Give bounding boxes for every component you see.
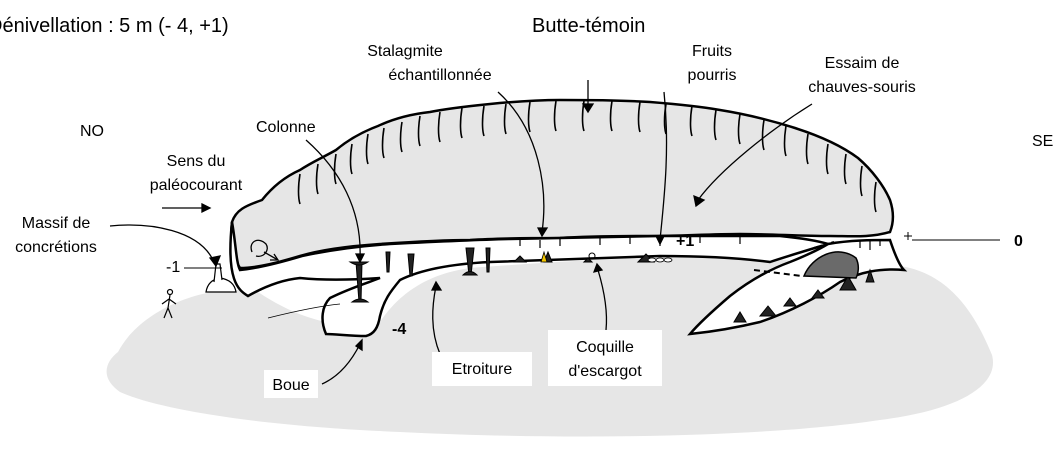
- fruits-label-1: Fruits: [692, 43, 732, 60]
- diagram-title: Dénivellation : 5 m (- 4, +1): [0, 15, 229, 37]
- etroiture-label: Etroiture: [452, 361, 513, 378]
- fruits-label-2: pourris: [688, 67, 737, 84]
- boue-label: Boue: [272, 377, 309, 394]
- stalagmite-label-1: Stalagmite: [367, 43, 443, 60]
- direction-nw: NO: [80, 123, 104, 140]
- level-plus1: +1: [676, 233, 694, 250]
- sens-label-2: paléocourant: [150, 177, 243, 194]
- coquille-label-2: d'escargot: [568, 363, 642, 380]
- arrowhead-paleocurrent: [202, 204, 210, 212]
- massif-label-1: Massif de: [22, 215, 91, 232]
- direction-se: SE: [1032, 133, 1053, 150]
- colonne-label: Colonne: [256, 119, 316, 136]
- massif-label-2: concrétions: [15, 239, 97, 256]
- butte-label: Butte-témoin: [532, 15, 645, 37]
- plus-marker: [904, 232, 912, 240]
- sens-label-1: Sens du: [167, 153, 226, 170]
- coquille-label-1: Coquille: [576, 339, 634, 356]
- level-minus4: -4: [392, 321, 406, 338]
- essaim-label-1: Essaim de: [825, 55, 900, 72]
- rotten-fruits: [648, 258, 672, 262]
- level-zero: 0: [1014, 233, 1023, 250]
- essaim-label-2: chauves-souris: [808, 79, 916, 96]
- stalagmite-label-2: échantillonnée: [388, 67, 491, 84]
- level-minus1: -1: [166, 259, 180, 276]
- arrow-massif: [110, 225, 214, 262]
